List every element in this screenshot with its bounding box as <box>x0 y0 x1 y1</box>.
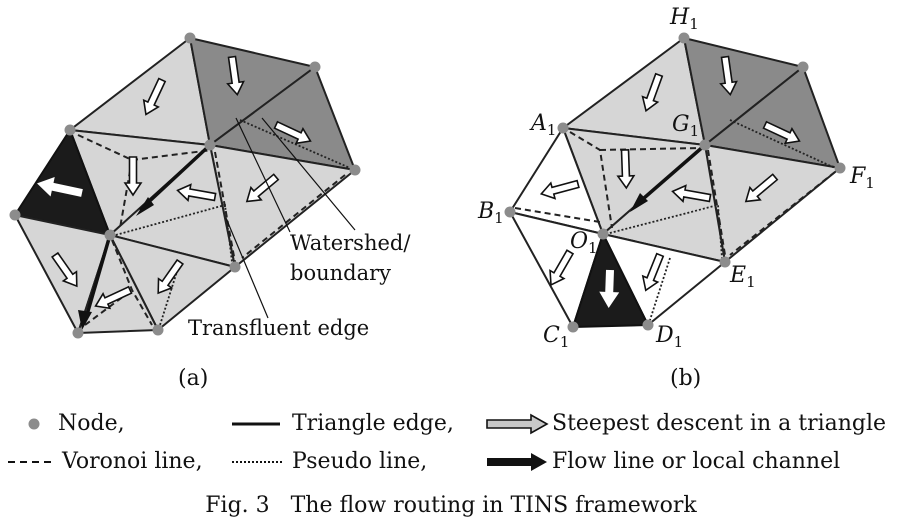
pseudo-line <box>111 203 233 263</box>
flow-line-head <box>78 310 92 330</box>
node-label-d1: D1 <box>655 323 683 351</box>
channel-flow-arrow <box>37 176 83 197</box>
node-dot <box>504 206 516 218</box>
node-label-h1: H1 <box>669 5 699 33</box>
node-dot <box>72 327 84 339</box>
triangle <box>69 37 211 146</box>
node-dot <box>309 61 321 73</box>
voronoi-line <box>241 174 346 259</box>
node-dot <box>104 229 116 241</box>
legend-edge-label: Triangle edge, <box>292 411 454 436</box>
legend-voronoi-label: Voronoi line, <box>61 449 203 474</box>
legend-pseudo-label: Pseudo line, <box>292 449 427 474</box>
node-label-a1: A1 <box>529 111 556 139</box>
legend: Node, Triangle edge, Steepest descent in… <box>8 411 886 474</box>
node-dot <box>9 209 21 221</box>
legend-descent-label: Steepest descent in a triangle <box>552 411 886 436</box>
flow-line <box>138 143 212 212</box>
pseudo-line <box>649 257 671 321</box>
legend-flow-icon <box>487 453 547 471</box>
node-label-b1: B1 <box>477 199 504 227</box>
node-dot <box>678 32 690 44</box>
flow-line <box>634 143 707 207</box>
voronoi-line <box>131 149 213 161</box>
watershed-leader <box>235 117 291 233</box>
node-label-f1: F1 <box>849 164 875 192</box>
legend-node-label: Node, <box>58 411 125 436</box>
boundary-label: boundary <box>290 261 391 285</box>
node-label-c1: C1 <box>543 323 569 351</box>
node-dot <box>597 228 609 240</box>
figure-caption: Fig. 3 The flow routing in TINS framewor… <box>205 493 697 518</box>
voronoi-line <box>214 151 236 263</box>
node-dot <box>64 124 76 136</box>
node-dot <box>699 139 711 151</box>
voronoi-line <box>77 134 134 229</box>
flow-line <box>84 234 112 319</box>
panel-a-diagram: Watershed/ boundary Transfluent edge (a) <box>9 32 411 391</box>
legend-descent-icon <box>486 413 549 435</box>
panel-b-diagram: H1 A1 G1 B1 O1 F1 E1 C1 D1 (b) <box>477 5 875 391</box>
node-label-o1: O1 <box>570 229 598 257</box>
voronoi-line <box>729 171 836 256</box>
node-dot <box>349 164 361 176</box>
node-label-g1: G1 <box>672 112 699 140</box>
panel-b-label: (b) <box>670 366 701 391</box>
flow-line-head <box>630 193 648 212</box>
transfluent-leader <box>225 217 269 319</box>
node-dot <box>204 139 216 151</box>
flow-line-head <box>136 197 154 216</box>
node-dot <box>557 122 569 134</box>
legend-node-icon <box>28 418 40 430</box>
node-dot <box>567 321 579 333</box>
node-dot <box>719 256 731 268</box>
node-dot <box>184 32 196 44</box>
node-dot <box>152 324 164 336</box>
watershed-leader <box>261 117 356 231</box>
node-dot <box>229 261 241 273</box>
voronoi-line <box>707 149 726 256</box>
node-dot <box>834 162 846 174</box>
voronoi-line <box>599 147 701 151</box>
node-dot <box>642 319 654 331</box>
voronoi-line <box>514 207 601 223</box>
watershed-label: Watershed/ <box>290 231 411 255</box>
panel-a-label: (a) <box>178 366 208 391</box>
pseudo-line <box>159 261 181 326</box>
transfluent-edge-label: Transfluent edge <box>188 316 369 340</box>
triangle <box>77 234 159 334</box>
channel-flow-arrow <box>599 269 620 308</box>
legend-flow-label: Flow line or local channel <box>552 449 840 474</box>
node-dot <box>797 61 809 73</box>
node-label-e1: E1 <box>729 263 756 291</box>
pseudo-line <box>729 119 836 169</box>
voronoi-line <box>111 239 153 326</box>
